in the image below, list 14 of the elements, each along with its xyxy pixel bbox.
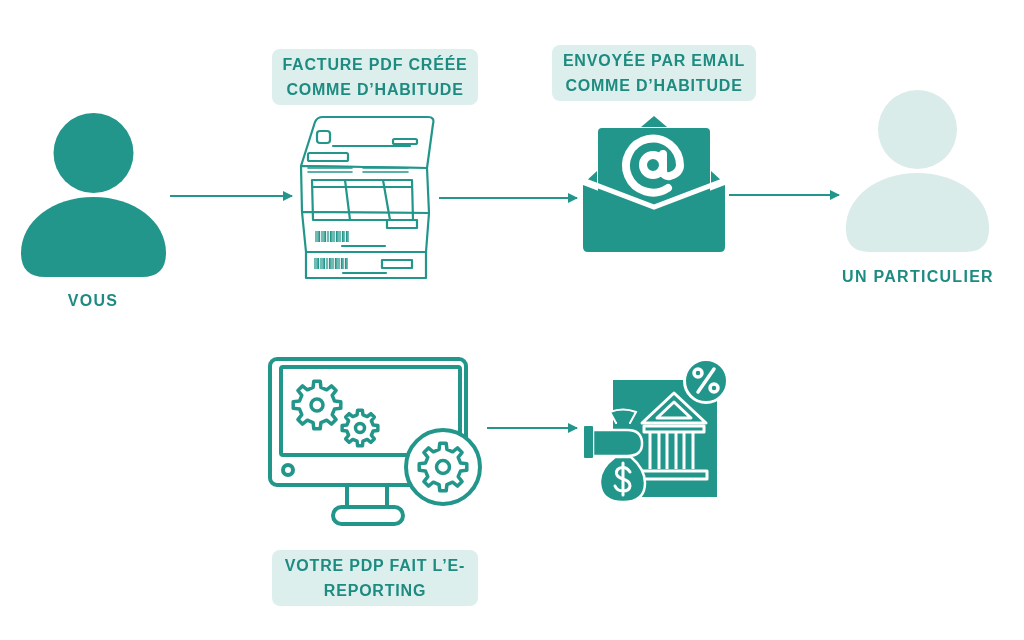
arrow	[486, 423, 578, 433]
computer-gears-icon	[268, 357, 483, 527]
arrow	[169, 191, 293, 201]
node-label: VOTRE PDP FAIT L’E-REPORTING	[272, 550, 478, 606]
arrow	[728, 190, 840, 200]
person-icon	[21, 113, 166, 277]
node-label: VOUS	[67, 291, 119, 311]
node-label: ENVOYÉE PAR EMAIL COMME D’HABITUDE	[552, 45, 756, 101]
invoice-icon	[298, 115, 435, 280]
node-label: UN PARTICULIER	[842, 267, 994, 287]
arrow	[438, 193, 578, 203]
person-icon	[845, 90, 990, 252]
envelope-icon	[583, 115, 725, 252]
node-label: FACTURE PDF CRÉÉE COMME D’HABITUDE	[272, 49, 478, 105]
